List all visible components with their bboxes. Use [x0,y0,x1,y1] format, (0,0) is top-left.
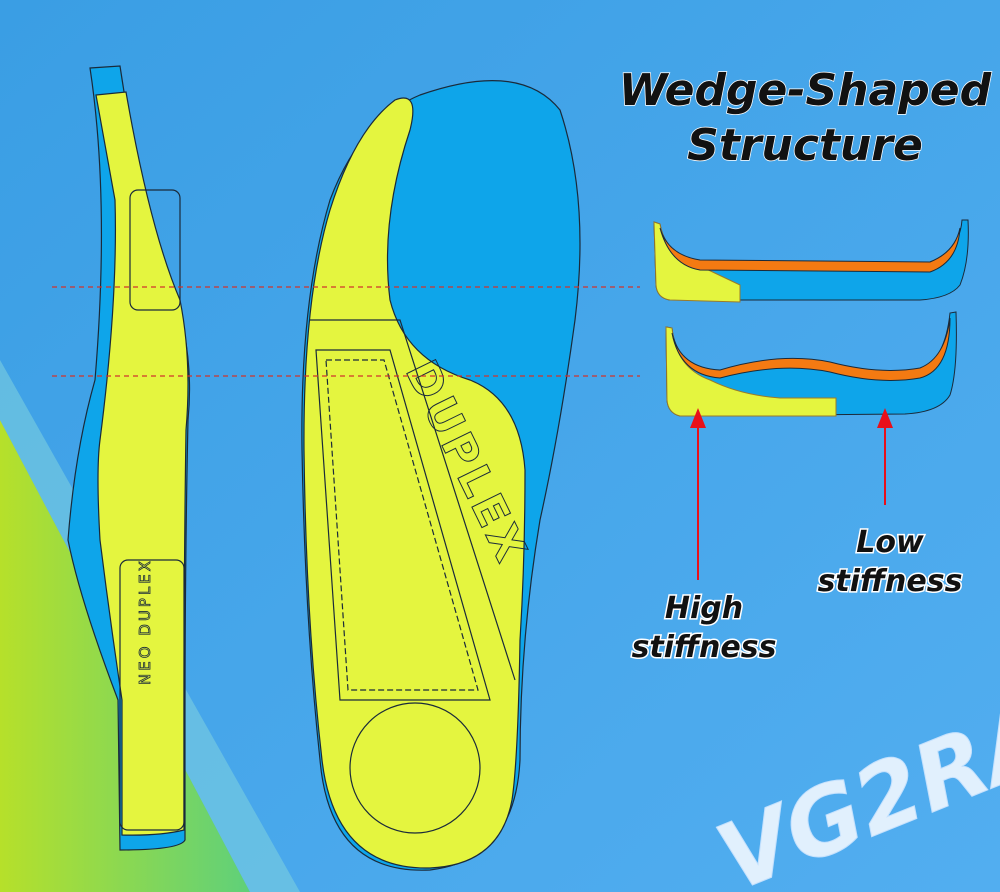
side-view-insole [67,65,191,851]
title-line-1: Wedge-Shaped [619,65,992,116]
cross-section-lower [665,311,957,417]
title-line-2: Structure [687,120,923,171]
cross-section-upper [653,219,969,303]
low-stiffness-label-2: stiffness [818,564,963,599]
side-text: NEO DUPLEX [136,558,154,685]
high-stiffness-label-2: stiffness [632,630,777,665]
arrow-low-stiffness [877,408,893,505]
top-view-insole [301,80,581,871]
arrow-high-stiffness [690,408,706,580]
high-stiffness-label-1: High [665,591,743,626]
low-stiffness-label-1: Low [856,525,924,560]
